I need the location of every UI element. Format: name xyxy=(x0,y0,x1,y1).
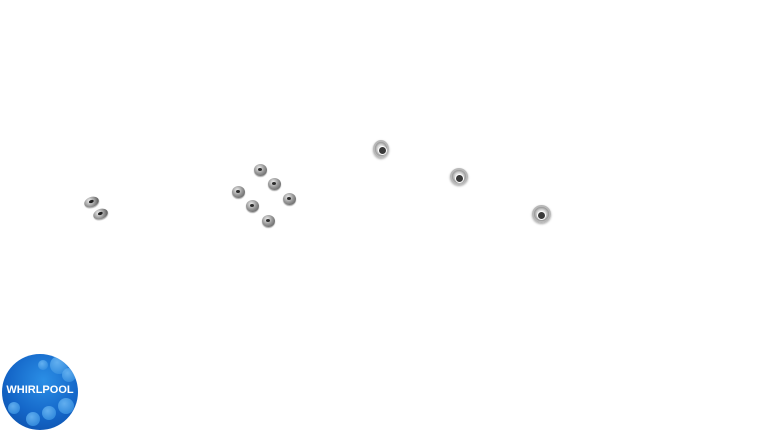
jet-icon xyxy=(450,168,468,185)
jet-icon xyxy=(246,200,259,212)
jet-icon xyxy=(283,193,296,205)
whirlpool-logo: WHIRLPOOL xyxy=(2,354,78,430)
jet-icon xyxy=(91,206,110,222)
jet-icon xyxy=(532,205,551,223)
jet-icon xyxy=(254,164,267,176)
jet-icon xyxy=(82,194,101,210)
logo-text: WHIRLPOOL xyxy=(6,384,74,396)
jet-icon xyxy=(262,215,275,227)
bubble-decoration xyxy=(26,412,40,426)
jet-icon xyxy=(268,178,281,190)
jet-icon xyxy=(373,140,389,158)
bubble-decoration xyxy=(62,368,76,382)
jet-icon xyxy=(232,186,245,198)
bubble-decoration xyxy=(8,402,20,414)
bubble-decoration xyxy=(42,406,56,420)
bubble-decoration xyxy=(58,398,74,414)
bubble-decoration xyxy=(38,360,48,370)
